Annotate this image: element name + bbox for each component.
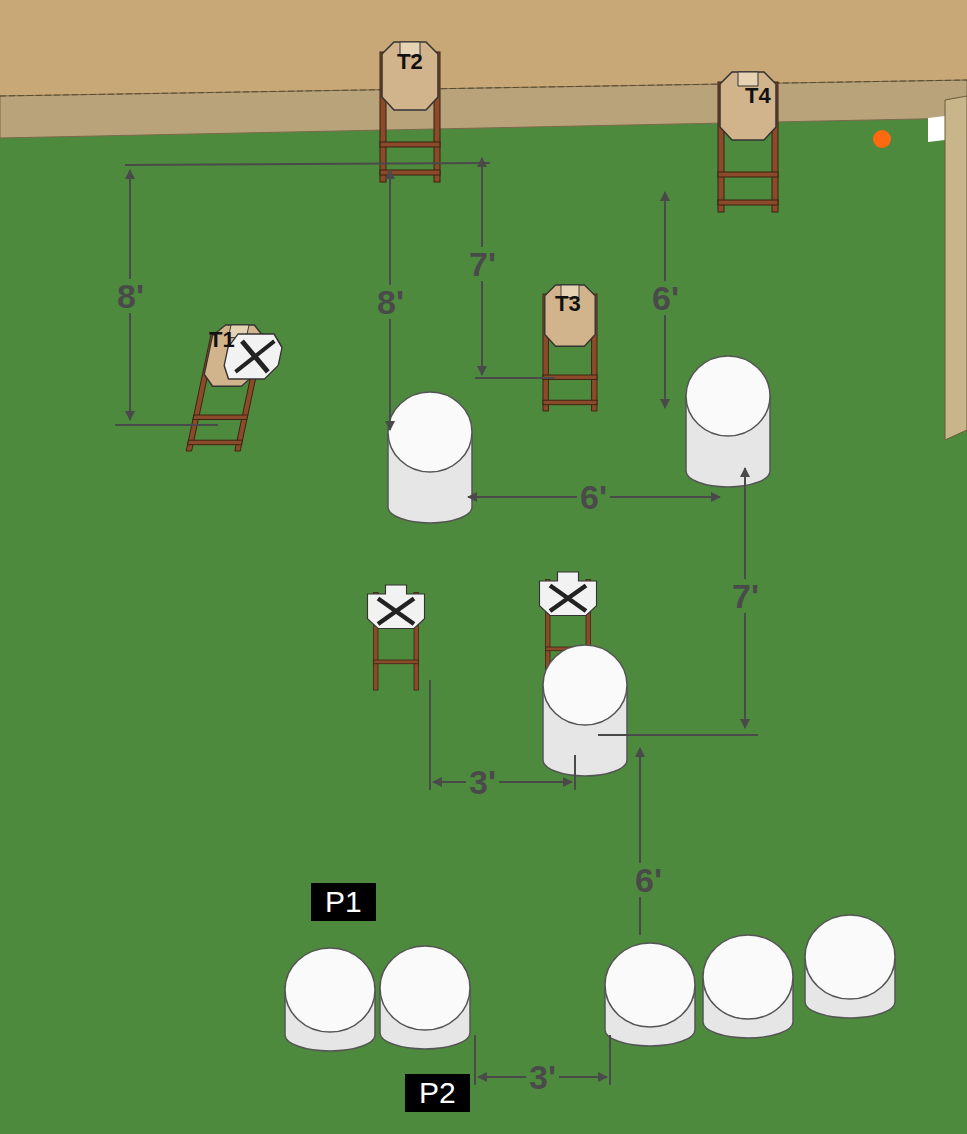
dimension-label: 3' <box>466 765 499 799</box>
shooting-position-box: P2 <box>405 1074 470 1112</box>
position-name: P1 <box>325 887 362 917</box>
target-label-box: T2 <box>397 51 423 73</box>
dimension-label: 6' <box>649 281 682 315</box>
dimension-label: 8' <box>114 279 147 313</box>
target-label-box: T4 <box>745 85 771 107</box>
dimension-label: 8' <box>374 285 407 319</box>
target-label-box: T1 <box>209 329 235 351</box>
dimension-label: 3' <box>526 1060 559 1094</box>
position-name: P2 <box>419 1078 456 1108</box>
dimension-label: 7' <box>729 579 762 613</box>
shooting-position-box: P1 <box>311 883 376 921</box>
target-name: T3 <box>555 293 581 315</box>
target-name: T1 <box>209 329 235 351</box>
dimension-label: 6' <box>632 863 665 897</box>
target-label-box: T3 <box>555 293 581 315</box>
target-name: T2 <box>397 51 423 73</box>
dimension-label: 6' <box>577 480 610 514</box>
target-name: T4 <box>745 85 771 107</box>
dimension-label: 7' <box>466 247 499 281</box>
